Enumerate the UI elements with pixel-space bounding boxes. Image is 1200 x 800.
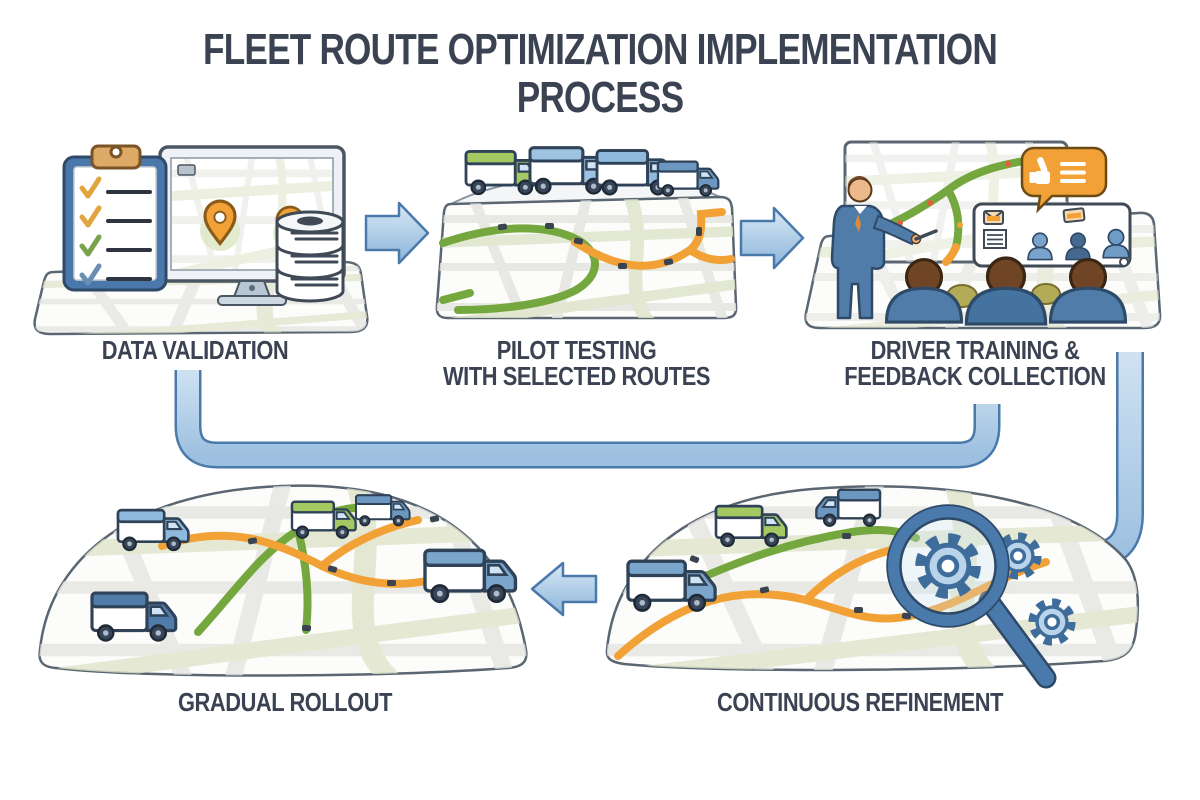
presenter-figure [830,175,938,320]
route-line-orange [571,208,735,270]
arrow-right-icon-1 [364,201,430,265]
stage-illustration-continuous-refinement [605,485,1140,689]
route-line-orange [158,516,466,588]
stage-illustration-data-validation [33,144,369,336]
stage-illustration-pilot-testing [435,146,738,320]
route-line-green [439,224,599,314]
magnifier-icon [886,504,1057,689]
stage-label-pilot-testing: PILOT TESTING WITH SELECTED ROUTES [442,335,711,391]
thumbs-up-icon [1029,157,1050,184]
stage-label-data-validation: DATA VALIDATION [101,335,289,365]
connector-pipe-return-loop [174,370,1001,469]
vehicle-dots [247,515,440,632]
arrow-left-icon [530,561,598,617]
vehicle-dots [497,223,702,269]
list-icon [983,229,1007,249]
checkmark-icon [79,176,102,286]
stage-illustration-gradual-rollout [38,484,528,677]
route-line-green [674,526,920,592]
thumbs-up-bubble [1020,146,1108,214]
page-title: FLEET ROUTE OPTIMIZATION IMPLEMENTATION … [203,25,998,122]
message-icon [1062,207,1086,224]
stage-label-driver-training: DRIVER TRAINING & FEEDBACK COLLECTION [844,335,1106,391]
stage-illustration-driver-training [804,140,1162,330]
database-icon [275,210,345,303]
stage-label-gradual-rollout: GRADUAL ROLLOUT [177,687,393,717]
clipboard-icon [62,144,168,292]
stage-label-continuous-refinement: CONTINUOUS REFINEMENT [716,687,1004,717]
message-icon [983,210,1004,225]
feedback-panel [972,202,1132,268]
vehicle-dots [689,533,912,620]
arrow-right-icon-2 [739,206,805,270]
